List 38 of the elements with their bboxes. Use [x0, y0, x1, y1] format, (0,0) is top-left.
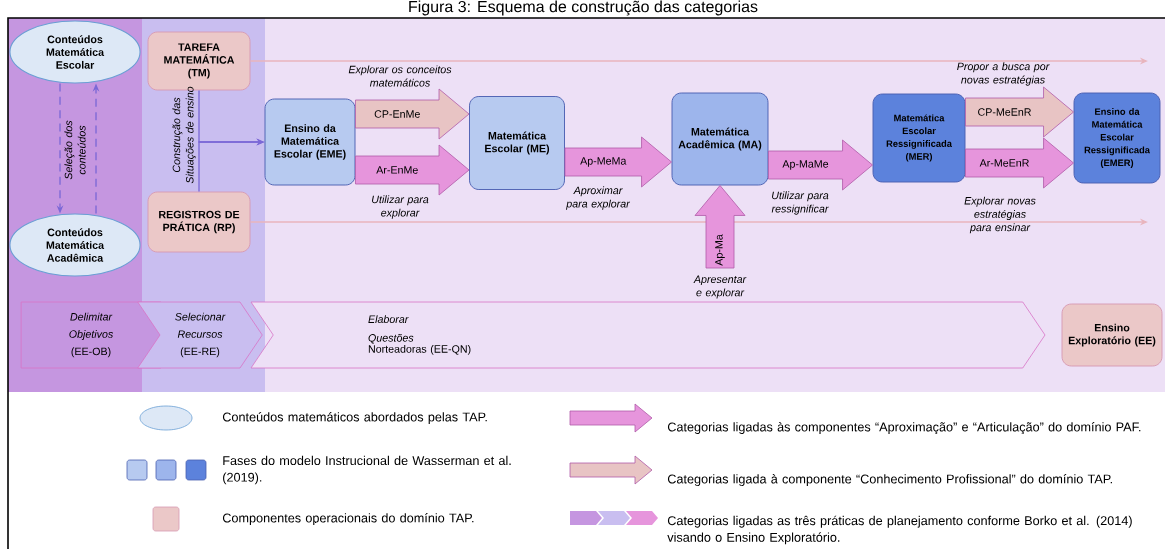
chevron-step: Selecionar Recursos (EE-RE)	[137, 301, 263, 369]
legend-text: Categorias ligadas as três práticas de planejamento conforme Borko et al. (2014) visando o Ensino Exploratório.	[667, 515, 1132, 545]
annotation: Propor a busca por novas estratégias	[957, 62, 1050, 86]
legend-text: Categorias ligada à componente “Conhecimento Profissional” do domínio TAP.	[667, 474, 1112, 486]
chevron-step: Elaborar Questões Norteadoras (EE-QN)	[250, 301, 1046, 369]
legend-text: Conteúdos matemáticos abordados pelas TAP.	[222, 412, 487, 424]
title: Figura 3: Esquema de construção das categorias	[409, 0, 758, 16]
phase-box: Ensino da Matemática Escolar Ressignificada (EMER)	[1073, 92, 1161, 184]
block-arrow	[355, 88, 470, 140]
block-arrow	[355, 144, 470, 196]
annotation: Explorar novas estratégias para ensinar	[964, 196, 1036, 234]
phase-box: Matemática Escolar Ressignificada (MER)	[872, 93, 966, 183]
phase-box: Matemática Escolar (ME)	[469, 96, 565, 190]
block-arrow	[694, 185, 746, 269]
phase-box: Matemática Acadêmica (MA)	[671, 92, 769, 186]
annotation: Construção das Situações de ensino	[172, 86, 196, 184]
edge-label: Ar-EnMe	[376, 166, 418, 174]
block-arrow	[965, 86, 1074, 138]
edge-label: CP-MeEnR	[978, 108, 1031, 116]
annotation: Aproximar para explorar	[566, 186, 631, 210]
component-box: Ensino Exploratório (EE)	[1061, 303, 1163, 367]
annotation: Utilizar para explorar	[372, 195, 429, 219]
annotation: Explorar os conceitos matemáticos	[348, 65, 452, 87]
block-arrow	[768, 139, 873, 191]
legend-text: Componentes operacionais do domínio TAP.	[222, 513, 474, 525]
legend-text: Categorias ligadas às componentes “Aproximação” e “Articulação” do domínio PAF.	[667, 422, 1141, 434]
edge-label: Ar-MeEnR	[979, 159, 1029, 167]
edge-label: Ap-Ma	[715, 234, 725, 266]
edge-label: Ap-MeMa	[580, 157, 627, 167]
edge-label: CP-EnMe	[374, 110, 420, 118]
block-arrow	[965, 137, 1074, 189]
component-box: REGISTROS DE PRÁTICA (RP)	[147, 191, 251, 253]
legend-text: Fases do modelo Instrucional de Wasserman et al. (2019).	[223, 455, 511, 485]
annotation: Utilizar para ressignificar	[771, 191, 829, 215]
annotation: Seleção dos conteúdos	[64, 120, 86, 180]
phase-box: Ensino da Matemática Escolar (EME)	[264, 98, 356, 186]
edge-label: Ap-MaMe	[782, 160, 829, 170]
block-arrow	[564, 136, 672, 188]
